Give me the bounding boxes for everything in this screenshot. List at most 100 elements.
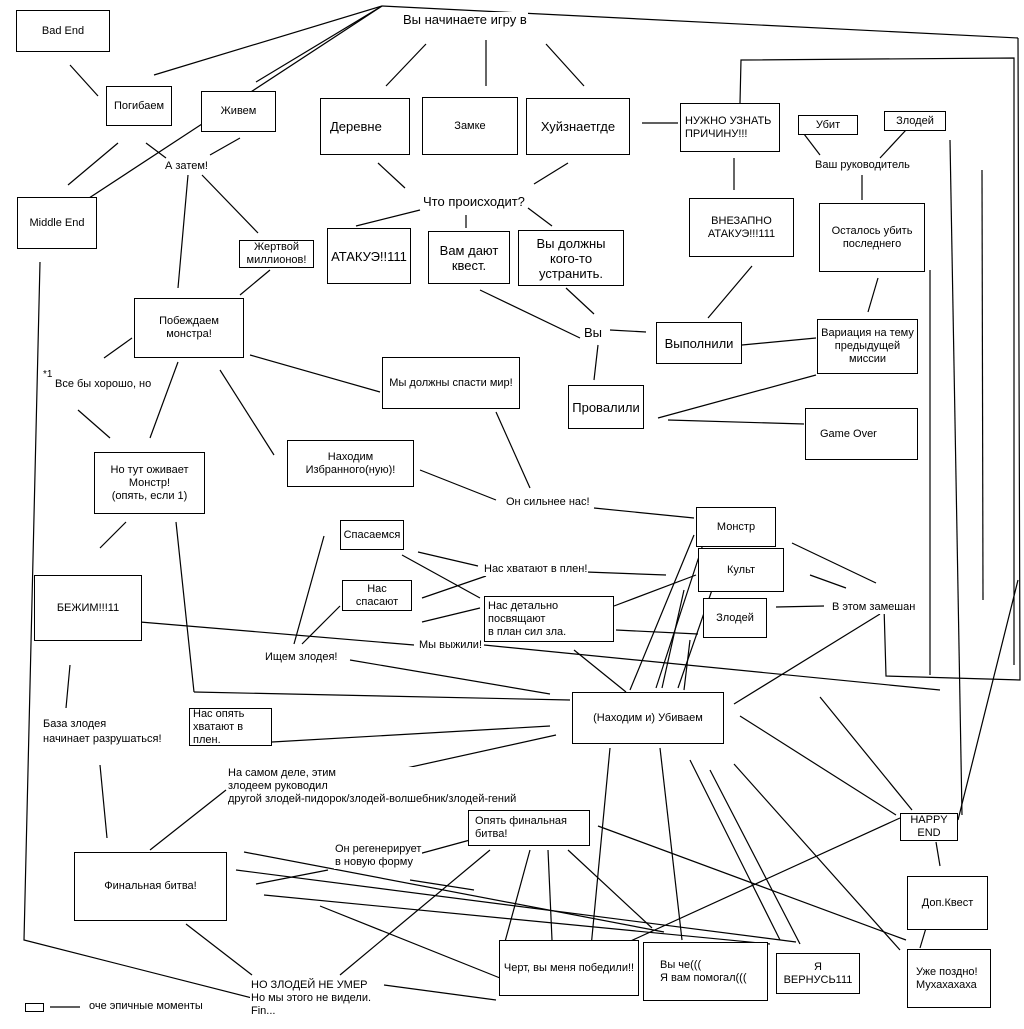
connector — [239, 269, 271, 296]
connector — [803, 133, 821, 156]
chosen-one-box: Находим Избранного(ную)! — [287, 440, 414, 487]
legend-label: оче эпичные моменты — [88, 1000, 204, 1013]
connector — [409, 879, 475, 891]
you-won-box: Черт, вы меня победили!! — [499, 940, 639, 996]
connector — [149, 789, 227, 851]
live-box: Живем — [201, 91, 276, 132]
not-dead-label: НО ЗЛОДЕЙ НЕ УМЕР Но мы этого не видели.… — [250, 979, 373, 1018]
connector — [741, 337, 817, 346]
connector — [319, 905, 501, 979]
village-box: Деревне — [320, 98, 410, 155]
legend-swatch — [25, 1003, 44, 1012]
connector — [149, 361, 179, 439]
connector — [629, 534, 695, 691]
connector — [683, 639, 691, 691]
and-then-label: А затем! — [164, 160, 209, 173]
connector — [139, 621, 415, 646]
connector — [401, 554, 481, 599]
extra-quest-box: Доп.Квест — [907, 876, 988, 930]
connector — [99, 521, 127, 549]
failed-box: Провалили — [568, 385, 644, 429]
connector — [527, 207, 553, 227]
connector — [209, 137, 241, 156]
villain-box: Злодей — [703, 598, 767, 638]
cult-box: Культ — [698, 548, 784, 592]
connector — [153, 5, 383, 76]
stronger-label: Он сильнее нас! — [505, 496, 591, 509]
happy-end-box: HAPPY END — [900, 813, 958, 841]
regenerates-label: Он регенерирует в новую форму — [334, 843, 423, 869]
captured-label: Нас хватают в плен! — [483, 563, 589, 576]
connector — [255, 5, 383, 83]
sudden-attack-box: ВНЕЗАПНО АТАКУЭ!!!111 — [689, 198, 794, 257]
connector — [739, 57, 1015, 665]
connector — [565, 287, 595, 315]
victims-box: Жертвой миллионов! — [239, 240, 314, 268]
connector — [659, 747, 683, 941]
connector — [949, 139, 963, 816]
connector — [655, 534, 707, 689]
connector — [177, 174, 189, 289]
actually-label: На самом деле, этим злодеем руководил др… — [227, 767, 518, 806]
ill-be-back-box: Я ВЕРНУСЬ111 — [776, 953, 860, 994]
connector — [483, 644, 941, 691]
connector — [293, 535, 325, 645]
connector — [77, 409, 111, 439]
connector — [593, 507, 695, 519]
connector — [219, 369, 275, 456]
connector — [495, 411, 531, 489]
connector — [271, 725, 551, 743]
connector — [349, 659, 551, 695]
what-happens-label: Что происходит? — [422, 194, 526, 209]
connector — [809, 574, 847, 589]
variation-box: Вариация на тему предыдущей миссии — [817, 319, 918, 374]
castle-box: Замке — [422, 97, 518, 155]
footnote-mark: *1 — [42, 368, 54, 381]
connector — [339, 849, 491, 976]
connector — [263, 894, 771, 945]
connector — [585, 571, 667, 576]
connector — [883, 37, 1021, 681]
escape-box: Спасаемся — [340, 520, 404, 550]
all-good-label: Все бы хорошо, но — [54, 378, 153, 391]
connector — [249, 354, 381, 393]
beat-monster-box: Побеждаем монстра! — [134, 298, 244, 358]
connector — [657, 374, 817, 419]
connector — [589, 747, 611, 959]
connector — [377, 162, 406, 189]
connector — [613, 574, 697, 607]
done-box: Выполнили — [656, 322, 742, 364]
start-label: Вы начинаете игру в — [402, 12, 528, 27]
attack-box: АТАКУЭ!!111 — [327, 228, 411, 284]
monster-box: Монстр — [696, 507, 776, 547]
connector — [421, 575, 487, 599]
connector — [981, 169, 984, 601]
connector — [733, 763, 901, 951]
connector — [381, 5, 1019, 39]
quest-box: Вам дают квест. — [428, 231, 510, 284]
connector — [243, 851, 665, 933]
connector — [419, 469, 497, 501]
game-over-box: Game Over — [805, 408, 918, 460]
connector — [193, 691, 571, 701]
connector — [739, 715, 897, 816]
connector — [609, 329, 647, 333]
connector — [201, 174, 259, 234]
connector — [99, 764, 108, 839]
connector — [175, 521, 195, 693]
your-boss-label: Ваш руководитель — [814, 159, 911, 172]
connector — [545, 43, 585, 87]
connector — [919, 927, 927, 949]
involved-label: В этом замешан — [831, 601, 917, 614]
final-battle-box: Финальная битва! — [74, 852, 227, 921]
save-world-box: Мы должны спасти мир! — [382, 357, 520, 409]
nowhere-box: Хуйзнаетгде — [526, 98, 630, 155]
survived-label: Мы выжили! — [418, 639, 483, 652]
connector — [791, 542, 877, 584]
run-box: БЕЖИМ!!!11 — [34, 575, 142, 641]
connector — [145, 142, 167, 159]
connector — [867, 277, 879, 313]
connector — [733, 613, 881, 705]
